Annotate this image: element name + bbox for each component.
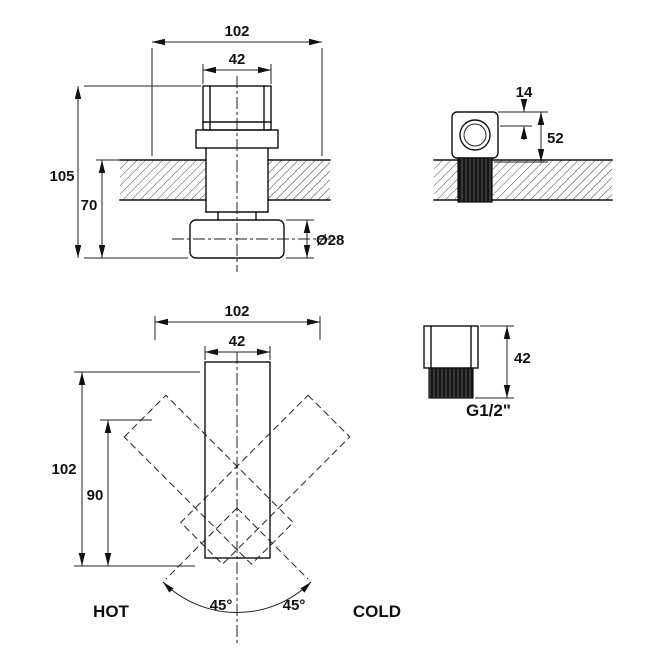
fitting-body bbox=[423, 325, 479, 369]
top-view: 102 42 105 70 Ø28 bbox=[49, 23, 613, 272]
dim-52-label: 52 bbox=[547, 130, 564, 147]
angle-45-left-label: 45° bbox=[210, 597, 233, 614]
hot-label: HOT bbox=[93, 602, 130, 621]
dim-42-top-label: 42 bbox=[229, 51, 246, 68]
dim-42-front-label: 42 bbox=[229, 333, 246, 350]
wall-hatch-left bbox=[120, 160, 206, 200]
front-view: 102 42 102 90 45° 45° HOT COLD bbox=[51, 303, 401, 646]
dim-105: 105 bbox=[49, 85, 201, 259]
valve-body bbox=[172, 147, 336, 259]
elbow-thread bbox=[457, 157, 493, 203]
handle-side-view bbox=[195, 85, 279, 149]
dim-42-fitting: 42 bbox=[475, 325, 531, 399]
fitting-thread bbox=[428, 367, 474, 399]
dim-102-front-height-label: 102 bbox=[51, 461, 76, 478]
swing-arc bbox=[162, 581, 312, 614]
elbow-square-body bbox=[451, 111, 499, 159]
fitting-detail: 42 G1/2" bbox=[423, 325, 531, 420]
inlet-elbow: 14 52 bbox=[433, 84, 613, 203]
dim-42-fitting-label: 42 bbox=[514, 350, 531, 367]
dim-102-front-width-label: 102 bbox=[224, 303, 249, 320]
cold-label: COLD bbox=[353, 602, 401, 621]
dim-70-label: 70 bbox=[81, 197, 98, 214]
wall-hatch-right bbox=[268, 160, 330, 200]
dim-102-front-height: 102 bbox=[51, 371, 200, 567]
dim-105-label: 105 bbox=[49, 168, 74, 185]
dim-90: 90 bbox=[87, 419, 152, 566]
handle-rotated-left bbox=[123, 394, 294, 565]
dim-70: 70 bbox=[81, 159, 120, 258]
dim-102-front-width: 102 bbox=[154, 303, 321, 340]
dim-90-label: 90 bbox=[87, 487, 104, 504]
thread-size-label: G1/2" bbox=[466, 401, 511, 420]
dim-dia28: Ø28 bbox=[286, 219, 344, 259]
elbow-outlet-circle bbox=[459, 119, 491, 151]
angle-45-right-label: 45° bbox=[283, 597, 306, 614]
handle-front-view bbox=[204, 361, 271, 559]
dim-102-top: 102 bbox=[151, 23, 323, 156]
dim-dia28-label: Ø28 bbox=[316, 232, 344, 249]
dim-42-front: 42 bbox=[204, 333, 271, 360]
dim-102-top-label: 102 bbox=[224, 23, 249, 40]
handle-rotated-right bbox=[180, 394, 351, 565]
dim-14-label: 14 bbox=[516, 84, 533, 101]
dim-42-top: 42 bbox=[202, 51, 272, 84]
